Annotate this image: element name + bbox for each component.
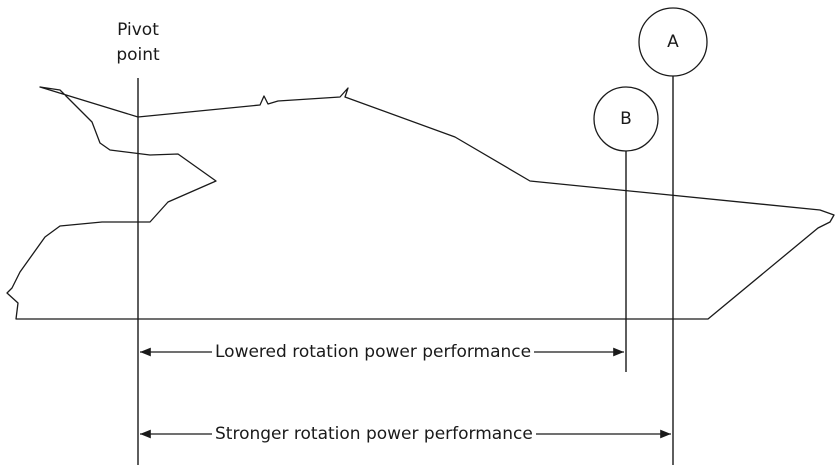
marker-a-label: A	[667, 32, 679, 52]
boat-outline	[6, 86, 835, 320]
arrow-stronger-label: Stronger rotation power performance	[212, 424, 536, 444]
pivot-label-line1: Pivot	[98, 20, 178, 40]
arrow-lowered-label: Lowered rotation power performance	[212, 342, 535, 362]
pivot-label-line2: point	[98, 45, 178, 65]
marker-b-label: B	[620, 109, 632, 129]
